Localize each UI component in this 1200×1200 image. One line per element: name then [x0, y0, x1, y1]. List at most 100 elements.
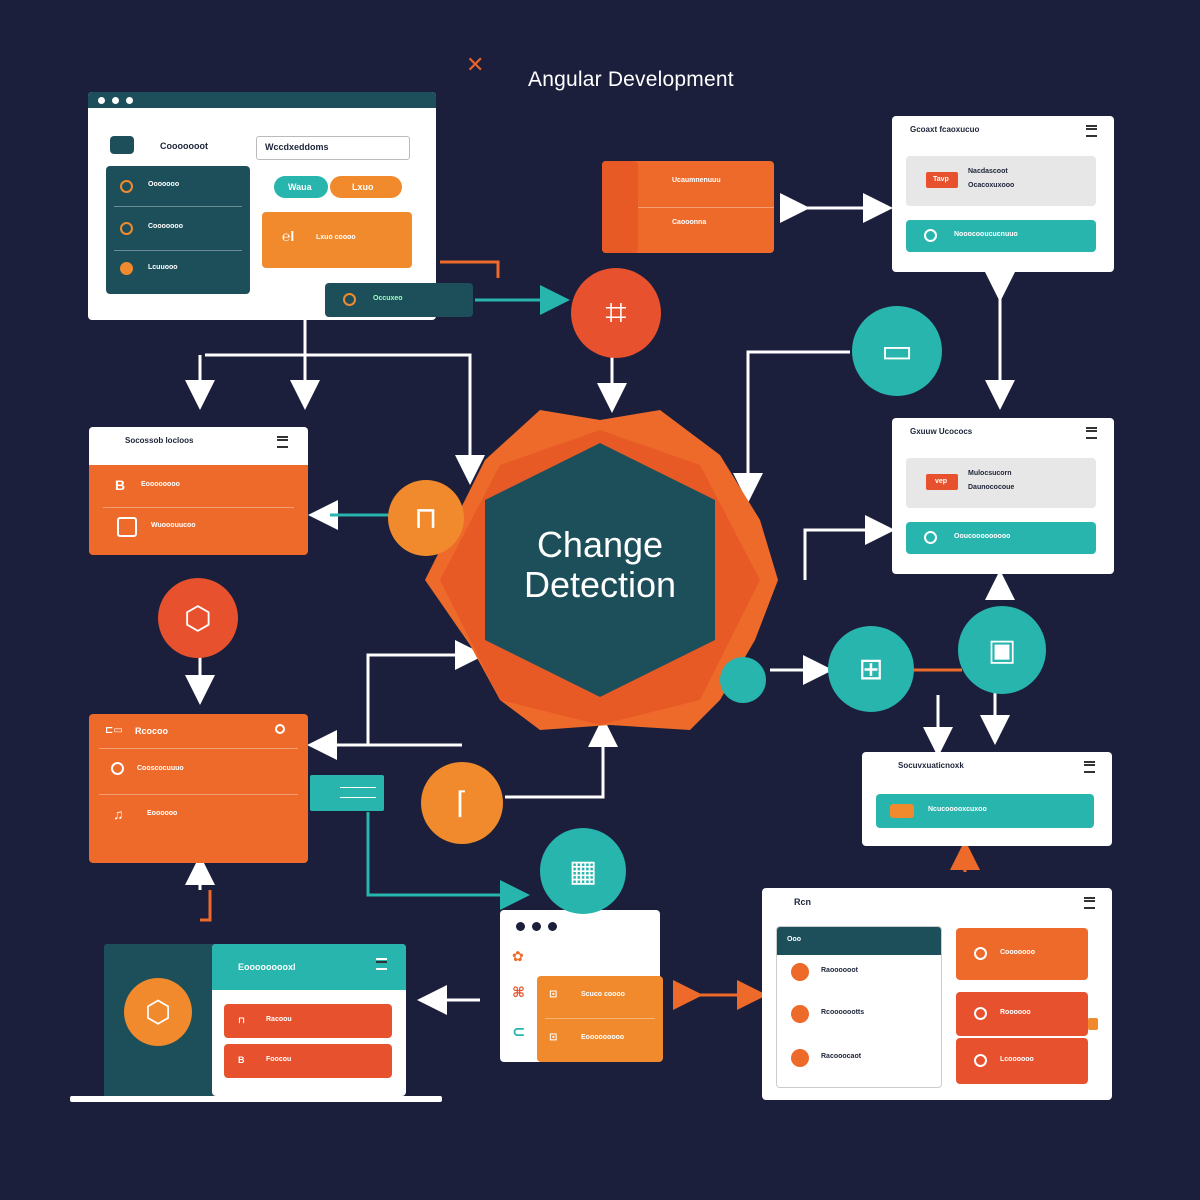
- card-label: Cooooooo: [1000, 949, 1035, 956]
- notice-text: Nacdascoot: [968, 168, 1008, 175]
- scroll-handle[interactable]: [1088, 1018, 1098, 1030]
- row-label[interactable]: Eooooooooo: [581, 1034, 625, 1041]
- window-title: Gcoaxt fcaoxucuo: [910, 125, 980, 134]
- row-icon: B: [238, 1055, 245, 1065]
- cube-icon[interactable]: ⬡: [158, 578, 238, 658]
- card-icon: [974, 1007, 987, 1020]
- arrow-bracket: [205, 353, 485, 485]
- pill-label: Lxuo: [352, 182, 374, 192]
- connector-chip: [310, 775, 384, 811]
- info-card[interactable]: Lcoooooo: [956, 1038, 1088, 1084]
- info-card[interactable]: ℮l Lxuo coooo: [262, 212, 412, 268]
- info-card[interactable]: Roooooo: [956, 992, 1088, 1036]
- arrow-teal-branch: [366, 812, 530, 910]
- block-side: [602, 161, 638, 253]
- row-icon: ⊓: [238, 1015, 246, 1025]
- card-icon: ℮l: [282, 228, 295, 244]
- row-icon: [117, 517, 137, 537]
- primary-button[interactable]: Ooucooooooooo: [906, 522, 1096, 554]
- window-dot-icon[interactable]: [548, 922, 557, 931]
- menu-icon[interactable]: [1084, 761, 1095, 773]
- window-dot-icon[interactable]: [112, 97, 119, 104]
- list-row[interactable]: ⊓ Racoou: [224, 1004, 392, 1038]
- window-header: Eooooooooxl: [212, 944, 406, 990]
- search-input[interactable]: Wccdxeddoms: [256, 136, 410, 160]
- list-item[interactable]: Lcuuooo: [148, 264, 178, 271]
- menu-icon[interactable]: [1086, 427, 1097, 439]
- row-icon: B: [115, 477, 126, 493]
- row-label[interactable]: Eoooooooo: [141, 481, 180, 488]
- arrow-circle-up-hex: [505, 717, 618, 799]
- document-icon[interactable]: ▭: [852, 306, 942, 396]
- row-label[interactable]: Cooscocuuuo: [137, 765, 184, 772]
- primary-button[interactable]: Nooocooucucnuuo: [906, 220, 1096, 252]
- pill-button[interactable]: Lxuo: [330, 176, 402, 198]
- list-item[interactable]: Ooooooo: [148, 181, 180, 188]
- menu-icon[interactable]: [1084, 897, 1095, 909]
- window-title: Socuvxuaticnoxk: [898, 761, 964, 770]
- top-left-window: Cooooooot Wccdxeddoms Ooooooo Cooooooo L…: [88, 92, 436, 320]
- list-item[interactable]: Racooocaot: [821, 1053, 862, 1060]
- card-icon: [974, 1054, 987, 1067]
- list-row[interactable]: B Foocou: [224, 1044, 392, 1078]
- notice-box: vep Mulocsucorn Daunococoue: [906, 458, 1096, 508]
- center-label-line: Detection: [523, 564, 677, 605]
- pill-button[interactable]: Waua: [274, 176, 328, 198]
- calendar-icon[interactable]: ▦: [540, 828, 626, 914]
- right-window-1: Gcoaxt fcaoxucuo Tavp Nacdascoot Ocacoxu…: [892, 116, 1114, 272]
- laptop-window: Eooooooooxl ⊓ Racoou B Foocou: [212, 944, 406, 1096]
- card-label: Roooooo: [1000, 1009, 1031, 1016]
- primary-button[interactable]: Ncucooooxcuxoo: [876, 794, 1094, 828]
- card-label: Lcoooooo: [1000, 1056, 1034, 1063]
- side-icon: ⊂: [512, 1024, 526, 1041]
- status-dot: [720, 657, 766, 703]
- row-label[interactable]: Scuco coooo: [581, 991, 625, 998]
- chart-icon[interactable]: ⌈: [421, 762, 503, 844]
- flowchart-icon[interactable]: ⌗: [571, 268, 661, 358]
- row-label: Racoou: [266, 1016, 292, 1023]
- left-mid-window: Socossob locloos B Eoooooooo Wuooouucoo: [89, 427, 308, 555]
- row-icon: ⊡: [549, 1032, 558, 1043]
- window-dot-icon[interactable]: [516, 922, 525, 931]
- sidebar-list: Ooooooo Cooooooo Lcuuooo: [106, 166, 250, 294]
- list-item[interactable]: Rcooooootts: [821, 1009, 865, 1016]
- notice-text: Mulocsucorn: [968, 470, 1012, 477]
- card-icon: [974, 947, 987, 960]
- window-dot-icon[interactable]: [126, 97, 133, 104]
- center-label-line: Change: [536, 524, 664, 565]
- package-icon: ⬡: [124, 978, 192, 1046]
- window-title: Rcocoo: [135, 726, 169, 736]
- notice-text: Daunococoue: [968, 484, 1015, 491]
- row-label[interactable]: Wuooouucoo: [151, 522, 196, 529]
- notice-text: Ocacoxuxooo: [968, 182, 1015, 189]
- close-icon[interactable]: [275, 724, 285, 734]
- menu-icon[interactable]: [376, 958, 387, 970]
- list-item-icon: [120, 180, 133, 193]
- list-item-icon: [120, 222, 133, 235]
- list-item[interactable]: Cooooooo: [148, 223, 183, 230]
- status-badge: Tavp: [926, 172, 958, 188]
- info-card[interactable]: Cooooooo: [956, 928, 1088, 980]
- menu-icon[interactable]: [1086, 125, 1097, 137]
- window-title: Gxuuw Ucococs: [910, 427, 973, 436]
- menu-icon[interactable]: [277, 436, 288, 448]
- block-row-label: Caooonna: [672, 219, 707, 226]
- toolbar-strip[interactable]: Occuxeo: [325, 283, 473, 317]
- pill-label: Waua: [288, 182, 312, 192]
- button-icon: [924, 531, 937, 544]
- toolbar-label: Occuxeo: [373, 295, 403, 302]
- window-dot-icon[interactable]: [98, 97, 105, 104]
- card-reader-icon[interactable]: ▣: [958, 606, 1046, 694]
- window-dot-icon[interactable]: [532, 922, 541, 931]
- row-label[interactable]: Eoooooo: [147, 810, 178, 817]
- close-icon[interactable]: ✕: [466, 52, 485, 77]
- button-icon: [924, 229, 937, 242]
- flow-icon[interactable]: ⊓: [388, 480, 464, 556]
- list-item-icon: [791, 963, 809, 981]
- chip-icon[interactable]: ⊞: [828, 626, 914, 712]
- row-icon: ⊡: [549, 989, 558, 1000]
- list-item[interactable]: Raoooooot: [821, 967, 858, 974]
- arrow-hex-to-right2: [803, 515, 895, 580]
- list-item-icon: [791, 1049, 809, 1067]
